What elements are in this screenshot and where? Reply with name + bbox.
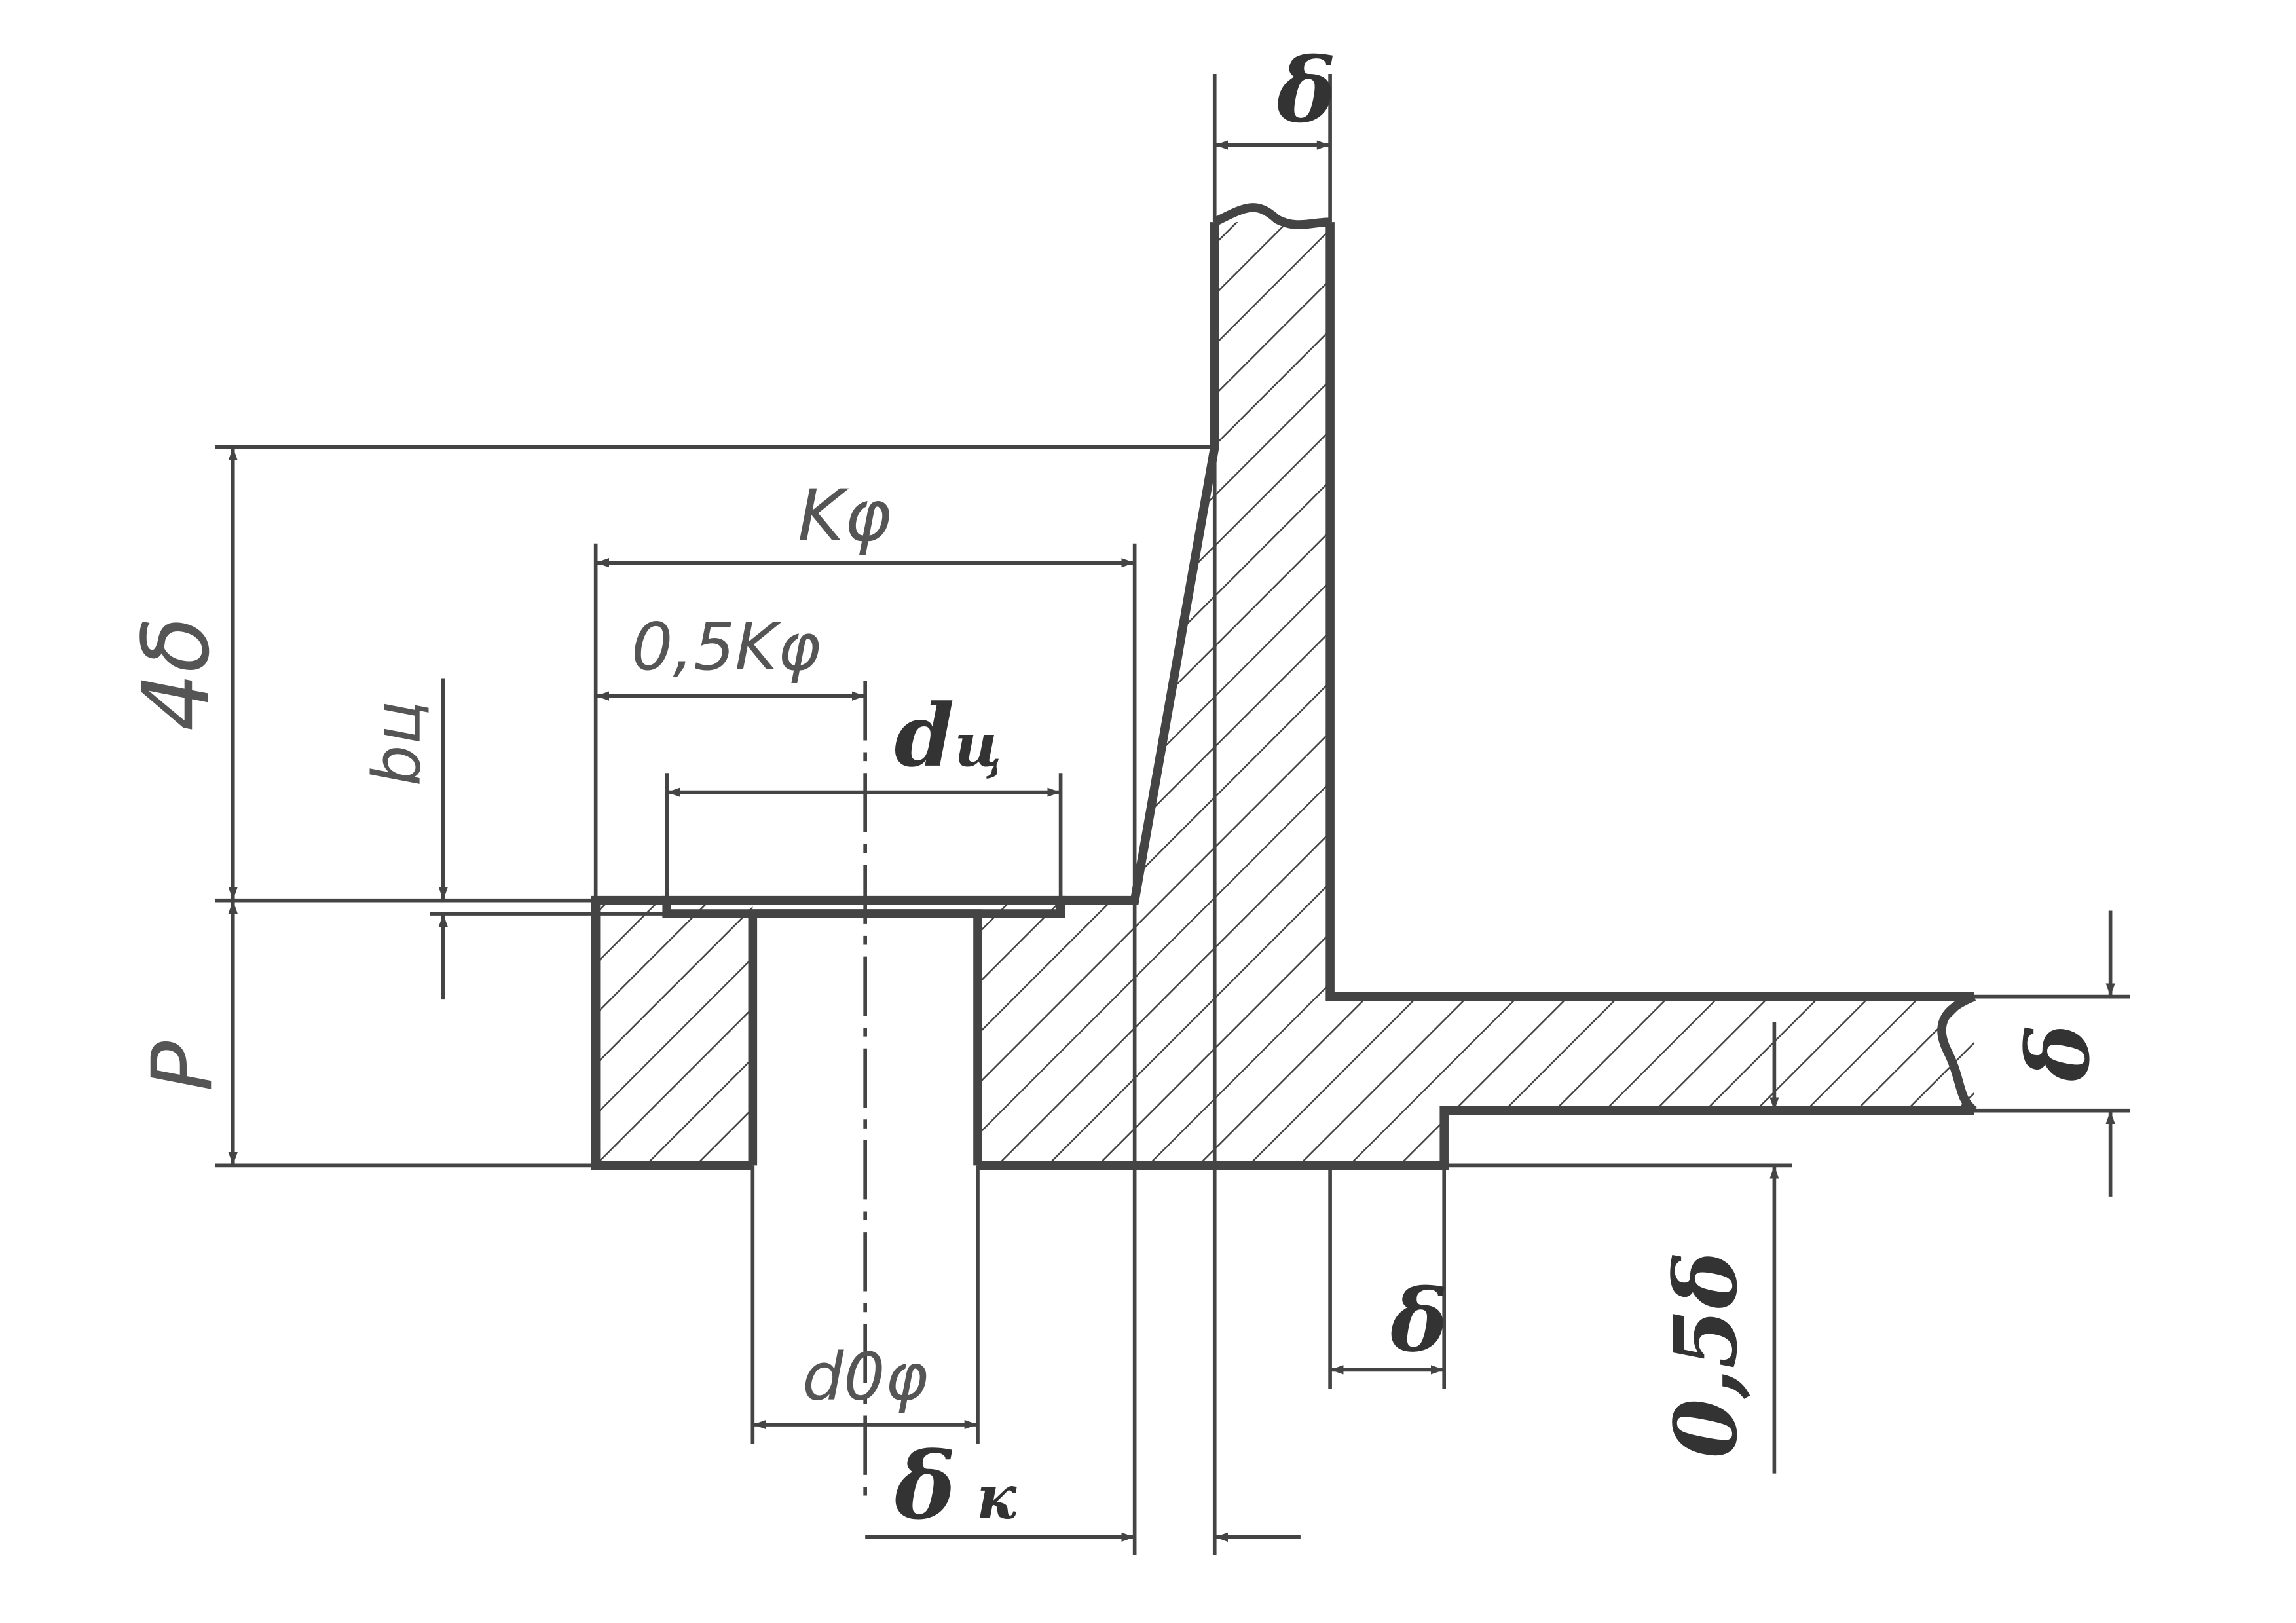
- label-k-f: Kφ: [798, 474, 891, 557]
- label-delta-bottom: δ: [1390, 1270, 1447, 1371]
- part-outline: [591, 203, 1977, 1496]
- hatched-sections: [595, 222, 1974, 1166]
- extension-lines: [215, 74, 2130, 1555]
- label-p: P: [134, 1041, 231, 1091]
- label-d0-f: d0φ: [802, 1340, 928, 1415]
- wall-break-line: [1212, 203, 1331, 229]
- wall-and-plate-outline: [1325, 222, 1974, 1001]
- label-half-delta: 0,5δ: [1656, 1252, 1756, 1459]
- left-flange-outline: [591, 895, 753, 1170]
- label-four-delta: 4δ: [123, 616, 230, 731]
- main-body-outline: [1060, 222, 1219, 905]
- flange-right-section: [977, 222, 1974, 1166]
- label-delta-top: δ: [1276, 38, 1336, 142]
- label-delta-right: δ: [2008, 1024, 2109, 1082]
- dimension-lines: [228, 140, 2115, 1542]
- plate-bottom-outline: [977, 1106, 1974, 1170]
- label-b-c: bц: [360, 701, 435, 787]
- label-half-k-f: 0,5Kφ: [631, 610, 821, 685]
- flange-left-section: [595, 900, 753, 1166]
- plate-break-line: [1937, 992, 1977, 1115]
- label-d-c: dц: [895, 685, 1002, 786]
